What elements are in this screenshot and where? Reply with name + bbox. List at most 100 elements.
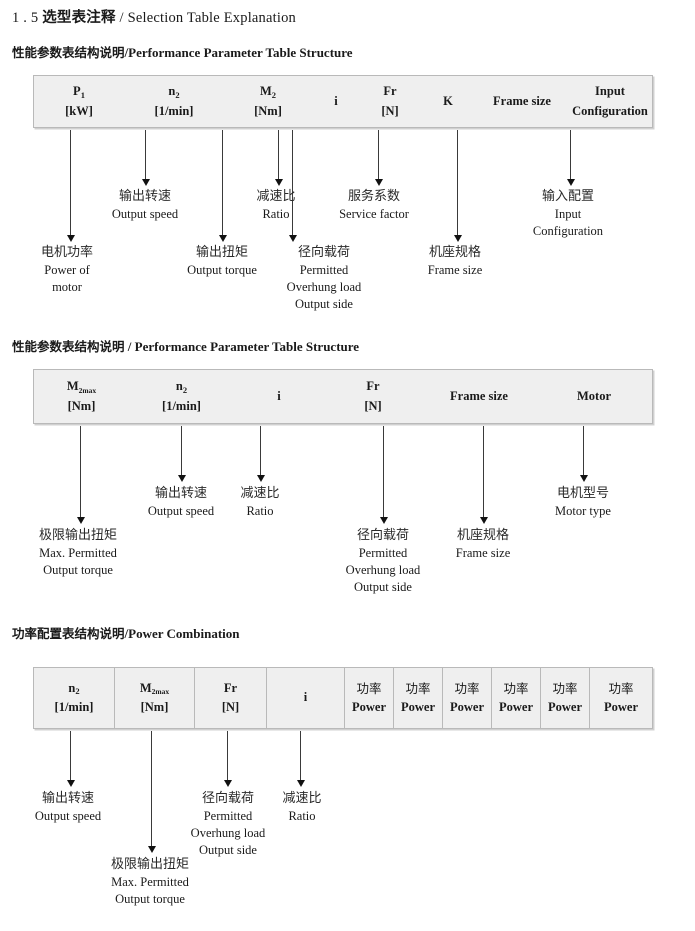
table3-col-i: i — [266, 668, 344, 728]
table1-col-n2: n2 [1/min] — [124, 76, 224, 127]
note-input-configuration-en1: Input — [554, 206, 582, 221]
table1-col-fr-line1: Fr — [383, 84, 397, 99]
table2-col-m2max: M2max [Nm] — [34, 370, 129, 423]
table1-col-p1: P1 [kW] — [34, 76, 124, 127]
table1-col-m2-line2: [Nm] — [254, 103, 282, 118]
section-2-heading: 性能参数表结构说明 / Performance Parameter Table … — [12, 336, 359, 355]
table1-col-k: K — [420, 76, 476, 127]
table3-col-power-5-en: Power — [547, 700, 582, 714]
table3-col-power-2-cn: 功率 — [405, 680, 431, 696]
note-power-of-motor-cn: 电机功率 — [40, 245, 93, 260]
note-output-torque-cn: 输出扭矩 — [195, 245, 248, 260]
note-frame-size-2-cn: 机座规格 — [456, 528, 509, 543]
table3-col-power-3: 功率 Power — [442, 668, 491, 728]
note-output-speed: 输出转速 Output speed — [104, 188, 186, 223]
table2-col-frame-size: Frame size — [422, 370, 536, 423]
table3-col-power-1-en: Power — [351, 700, 386, 714]
arrow-to-max-permitted-output-torque-3 — [147, 731, 156, 853]
table1-col-input-configuration-line2: Configuration — [572, 103, 648, 118]
note-power-of-motor: 电机功率 Power of motor — [26, 244, 108, 296]
table1-col-n2-line2: [1/min] — [154, 103, 194, 118]
page-title-cn: 选型表注释 — [42, 10, 116, 26]
note-service-factor-en1: Service factor — [339, 206, 409, 221]
table1-col-i: i — [312, 76, 360, 127]
note-frame-size-2: 机座规格 Frame size — [440, 527, 526, 562]
table3-col-power-4-cn: 功率 — [503, 680, 529, 696]
note-ratio-3-cn: 减速比 — [282, 791, 322, 806]
table2-col-m2max-line1: M2max — [66, 379, 97, 395]
section-1-heading: 性能参数表结构说明/Performance Parameter Table St… — [12, 42, 353, 61]
note-permitted-overhung-load-2-en1: Permitted — [358, 545, 408, 560]
note-service-factor-cn: 服务系数 — [347, 189, 400, 204]
arrow-to-frame-size — [453, 130, 462, 242]
table3-col-power-6-en: Power — [603, 700, 638, 714]
page-title: 1 . 5 选型表注释 / Selection Table Explanatio… — [12, 6, 296, 27]
table2-col-n2-line1: n2 — [175, 379, 188, 395]
table2-col-m2max-line2: [Nm] — [67, 398, 96, 413]
performance-parameter-table-1: P1 [kW] n2 [1/min] M2 [Nm] i Fr [N] K Fr… — [33, 75, 653, 128]
note-ratio-cn: 减速比 — [256, 189, 296, 204]
section-1-heading-en: Performance Parameter Table Structure — [128, 45, 353, 60]
note-permitted-overhung-load-2-en2: Overhung load — [345, 563, 421, 578]
arrow-to-output-speed-3 — [66, 731, 75, 787]
note-permitted-overhung-load-2-cn: 径向载荷 — [356, 528, 409, 543]
note-max-permitted-output-torque-en2: Output torque — [43, 563, 113, 578]
table3-col-fr: Fr [N] — [194, 668, 266, 728]
table3-col-power-4-en: Power — [498, 700, 533, 714]
table2-col-fr: Fr [N] — [324, 370, 422, 423]
arrow-to-ratio-2 — [256, 426, 265, 482]
table3-col-power-3-cn: 功率 — [454, 680, 480, 696]
note-max-permitted-output-torque-3-en2: Output torque — [115, 892, 185, 907]
table3-col-power-6: 功率 Power — [589, 668, 652, 728]
note-frame-size-2-en1: Frame size — [455, 545, 511, 560]
table1-col-m2: M2 [Nm] — [224, 76, 312, 127]
table1-col-m2-line1: M2 — [259, 84, 277, 100]
note-ratio-3-en1: Ratio — [288, 808, 316, 823]
note-power-of-motor-en2: motor — [52, 280, 82, 295]
note-permitted-overhung-load-en3: Output side — [295, 297, 353, 312]
arrow-to-service-factor — [374, 130, 383, 186]
note-max-permitted-output-torque-3-cn: 极限输出扭矩 — [110, 857, 189, 872]
arrow-to-max-permitted-output-torque — [76, 426, 85, 524]
table3-col-power-6-cn: 功率 — [608, 680, 634, 696]
table3-col-fr-line1: Fr — [223, 680, 238, 695]
table3-col-i-line1: i — [303, 690, 308, 705]
section-3-heading-sep: / — [124, 626, 129, 641]
note-service-factor: 服务系数 Service factor — [330, 188, 418, 223]
note-permitted-overhung-load-en2: Overhung load — [286, 280, 362, 295]
table2-col-frame-size-line1: Frame size — [450, 388, 508, 403]
section-1-heading-sep: / — [124, 45, 129, 60]
table3-col-m2max-line2: [Nm] — [140, 700, 169, 714]
note-ratio-2-en1: Ratio — [246, 503, 274, 518]
table1-col-n2-line1: n2 — [168, 84, 180, 100]
note-ratio-3: 减速比 Ratio — [270, 790, 334, 825]
note-input-configuration-cn: 输入配置 — [541, 189, 594, 204]
power-combination-table: n2 [1/min] M2max [Nm] Fr [N] i 功率 Power … — [33, 667, 653, 729]
note-output-speed-3-en1: Output speed — [34, 808, 102, 823]
page-title-separator: / — [119, 10, 124, 26]
note-output-speed-en1: Output speed — [111, 206, 179, 221]
note-max-permitted-output-torque-3: 极限输出扭矩 Max. Permitted Output torque — [95, 856, 205, 908]
table2-col-i: i — [234, 370, 324, 423]
arrow-to-power-of-motor — [66, 130, 75, 242]
note-output-speed-3-cn: 输出转速 — [41, 791, 94, 806]
table1-col-input-configuration-line1: Input — [595, 84, 625, 99]
table3-col-power-1: 功率 Power — [344, 668, 393, 728]
note-motor-type-cn: 电机型号 — [556, 486, 609, 501]
section-2-heading-sep: / — [127, 339, 132, 354]
note-max-permitted-output-torque-en1: Max. Permitted — [39, 545, 117, 560]
table3-col-n2-line2: [1/min] — [54, 700, 94, 714]
table3-col-fr-line2: [N] — [221, 700, 240, 714]
note-ratio-2-cn: 减速比 — [240, 486, 280, 501]
arrow-to-ratio — [274, 130, 283, 186]
note-input-configuration: 输入配置 Input Configuration — [518, 188, 618, 240]
table3-col-power-5: 功率 Power — [540, 668, 589, 728]
note-max-permitted-output-torque-cn: 极限输出扭矩 — [38, 528, 117, 543]
note-ratio: 减速比 Ratio — [244, 188, 308, 223]
section-3-heading-cn: 功率配置表结构说明 — [12, 626, 125, 641]
arrow-to-motor-type — [579, 426, 588, 482]
note-ratio-en1: Ratio — [262, 206, 290, 221]
table3-col-m2max-line1: M2max — [139, 680, 170, 697]
arrow-to-output-speed — [141, 130, 150, 186]
